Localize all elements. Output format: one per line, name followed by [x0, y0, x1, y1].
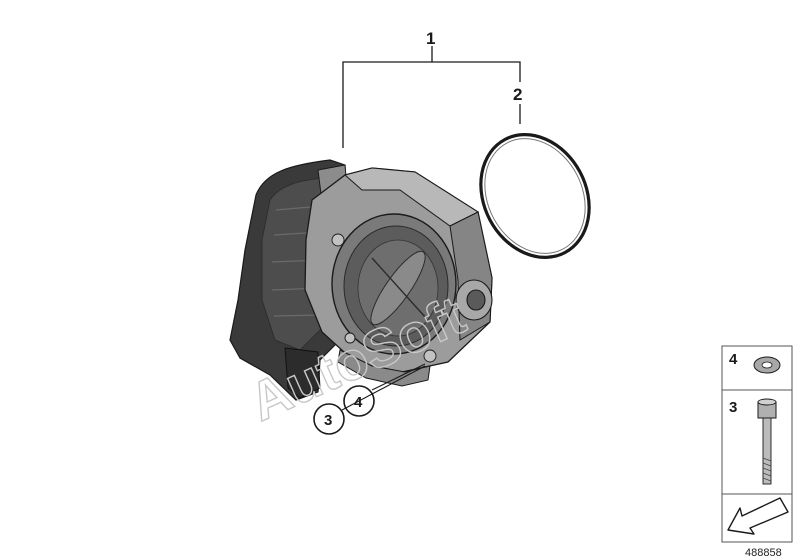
- diagram-id: 488858: [745, 547, 782, 559]
- callout-1-label: 1: [426, 29, 435, 48]
- callout-3-label: 3: [324, 412, 332, 429]
- callout-4-label: 4: [354, 394, 363, 411]
- legend-panel: [721, 345, 793, 543]
- legend-screw-number: 3: [729, 399, 737, 416]
- legend-washer-number: 4: [729, 351, 738, 368]
- o-ring-part: [479, 133, 591, 259]
- callout-1-bracket: [342, 46, 521, 148]
- throttle-body-part: [229, 159, 493, 401]
- callout-3: [313, 365, 426, 435]
- washer-part: [753, 356, 781, 374]
- callout-2-label: 2: [513, 85, 522, 104]
- screw-part: [757, 398, 777, 485]
- arrow-back-icon[interactable]: [727, 497, 789, 535]
